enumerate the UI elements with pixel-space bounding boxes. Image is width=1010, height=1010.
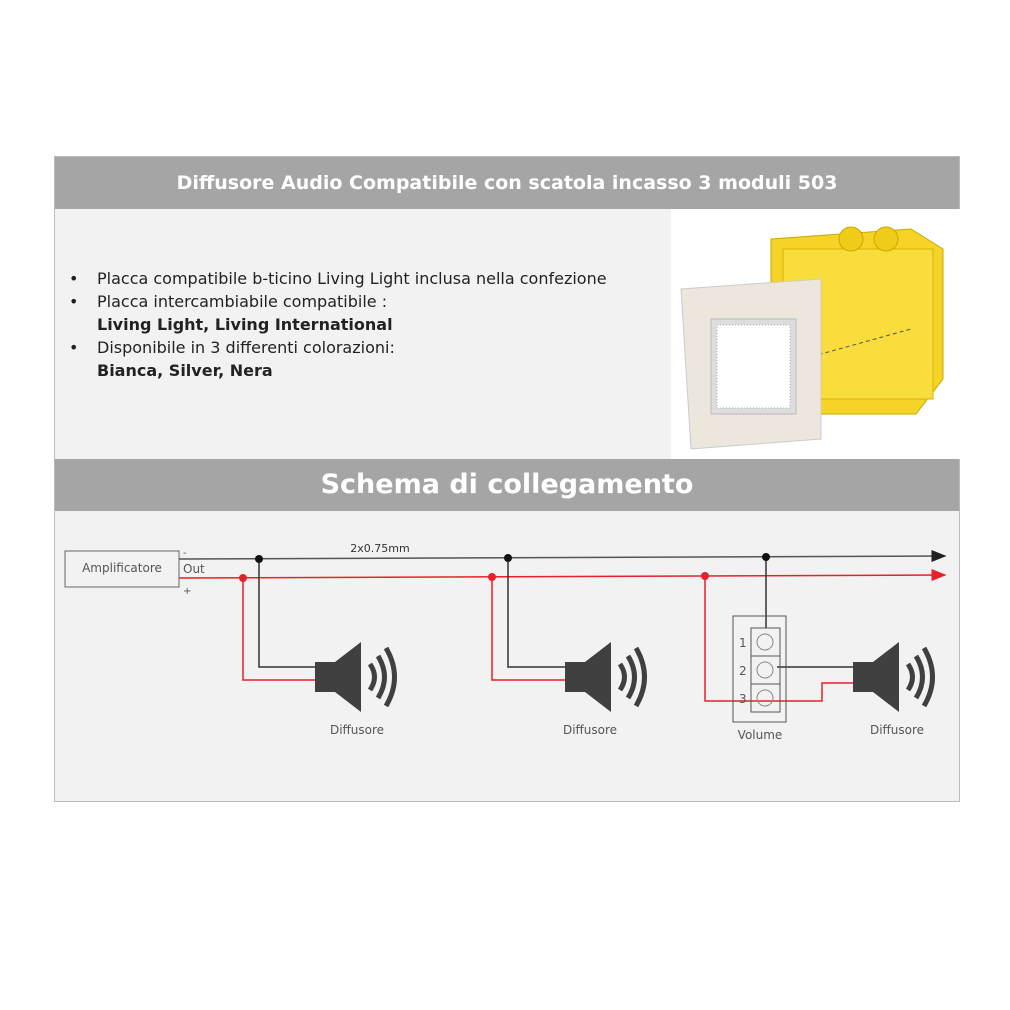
svg-text:+: + (183, 586, 191, 597)
cable-label: 2x0.75mm (350, 542, 409, 555)
volume-control: 1 2 3 Volume (732, 615, 787, 742)
positive-wire (178, 569, 947, 582)
speaker-label: Diffusore (563, 723, 617, 737)
speaker-icon (565, 642, 645, 712)
feature-list: Placca compatibile b-ticino Living Light… (67, 267, 607, 382)
product-panel: Diffusore Audio Compatibile con scatola … (54, 156, 961, 802)
svg-text:3: 3 (739, 692, 747, 706)
speaker-label: Diffusore (870, 723, 924, 737)
svg-text:Out: Out (183, 562, 205, 576)
feature-item: Placca compatibile b-ticino Living Light… (67, 267, 607, 290)
speaker-label: Diffusore (330, 723, 384, 737)
feature-item: Disponibile in 3 differenti colorazioni: (67, 336, 607, 359)
speaker-icon (315, 642, 395, 712)
svg-text:Volume: Volume (738, 728, 783, 742)
speaker-icon (853, 642, 933, 712)
negative-wire (178, 550, 947, 563)
svg-text:Amplificatore: Amplificatore (82, 561, 162, 575)
feature-item: Placca intercambiabile compatibile : (67, 290, 607, 313)
amplifier-box: Amplificatore - Out + (64, 548, 205, 597)
svg-text:2: 2 (739, 664, 747, 678)
svg-text:1: 1 (739, 636, 747, 650)
schema-title: Schema di collegamento (55, 459, 959, 511)
product-photo (671, 209, 961, 459)
svg-text:-: - (183, 548, 187, 559)
feature-sub: Bianca, Silver, Nera (97, 361, 273, 380)
feature-sub: Living Light, Living International (97, 315, 393, 334)
page-title: Diffusore Audio Compatibile con scatola … (55, 157, 959, 209)
